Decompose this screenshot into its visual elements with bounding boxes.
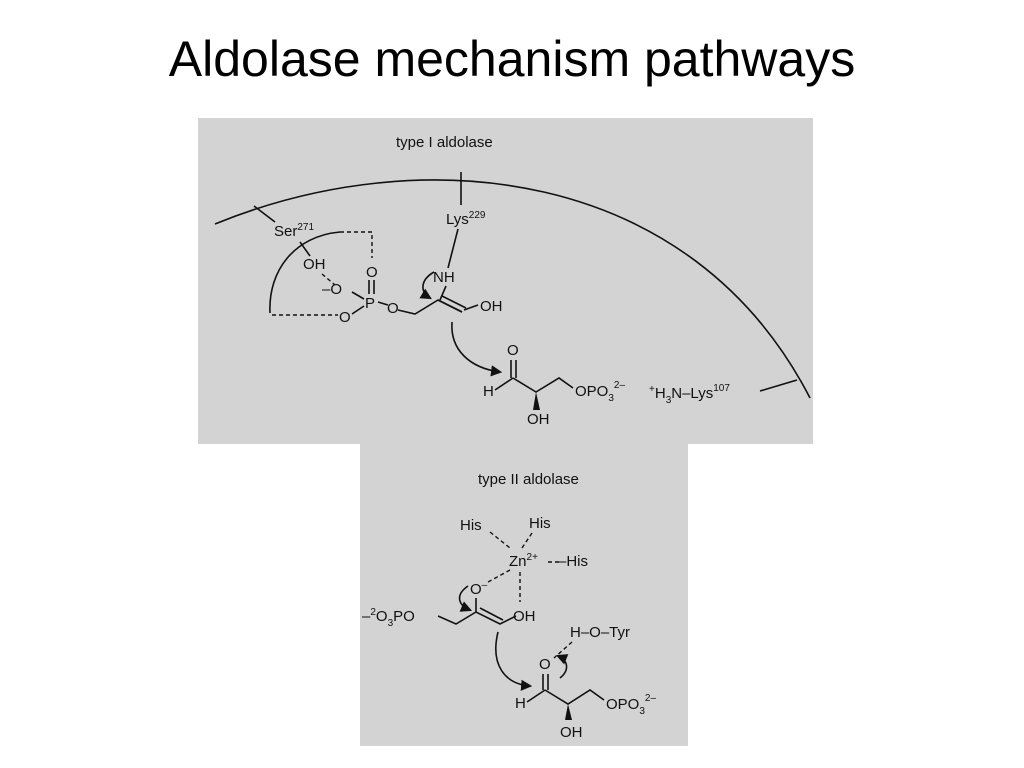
enol-bond [463, 304, 479, 311]
enamine-double-b [441, 295, 467, 309]
type2-h-c-bond [526, 689, 546, 703]
type2-label: type II aldolase [478, 471, 579, 488]
type2-opo3: OPO32– [606, 693, 656, 717]
type2-wedge [565, 704, 572, 720]
type1-carbonyl-o: O [507, 342, 519, 359]
enzyme-surface-arc [214, 179, 811, 399]
ser-pocket-arc [269, 231, 341, 314]
ser-oh-label: OH [303, 256, 326, 273]
his2-zn-dash [521, 532, 533, 549]
type1-product-chain [512, 377, 574, 393]
phosphate-o-top: O [366, 264, 378, 281]
type2-panel: type II aldolase His His Zn2+ –His O– –2… [360, 444, 688, 746]
type2-substrate-chain [437, 611, 517, 625]
type2-panel-background [360, 444, 688, 746]
lys229-label: Lys229 [446, 210, 486, 228]
type1-opo3: OPO32– [575, 380, 625, 404]
type2-o-minus: O– [470, 580, 488, 598]
his2-label: His [529, 515, 551, 532]
his1-zn-dash [489, 531, 511, 549]
lys229-n-bond [447, 228, 459, 269]
type1-label: type I aldolase [396, 134, 493, 151]
phosphate-p: P [365, 295, 375, 312]
type2-enol-double [479, 607, 504, 621]
phosphate-o-minus: –O [322, 281, 342, 298]
slide-title: Aldolase mechanism pathways [168, 31, 856, 87]
c-n-bond [439, 285, 447, 301]
type2-carbonyl-o: O [539, 656, 551, 673]
phosphate-o-bottom: O [339, 309, 351, 326]
ser-label: Ser271 [274, 222, 314, 240]
his3-label: –His [558, 553, 588, 570]
p-olink-bond [377, 301, 389, 306]
tyr-label: H–O–Tyr [570, 624, 630, 641]
phosphate-o-link: O [387, 300, 399, 317]
type2-ominus-arrow [458, 585, 473, 612]
type2-enol-oh: OH [513, 608, 536, 625]
tyr-proton-arrow [555, 654, 569, 679]
type2-po3-group: –2O3PO [362, 607, 415, 629]
type1-h-c-bond [494, 377, 514, 391]
ser-stalk [253, 205, 276, 223]
enol-oh-label: OH [480, 298, 503, 315]
type2-product-chain [544, 689, 605, 705]
type1-panel-background [198, 118, 813, 444]
his1-label: His [460, 517, 482, 534]
type1-aldehyde-h: H [483, 383, 494, 400]
lys107-surface-tick [759, 379, 798, 392]
nh-electron-arrow [419, 271, 435, 300]
zn-label: Zn2+ [509, 552, 538, 570]
type1-panel: type I aldolase Ser271 OH –O P O O O OH … [198, 118, 813, 444]
hbond-oh-o [321, 273, 336, 286]
type1-attack-arrow [451, 321, 503, 377]
lys107-label: +H3N–Lys107 [649, 383, 730, 406]
type2-attack-arrow [495, 631, 533, 691]
nh-label: NH [433, 269, 455, 286]
p-o-bond-2 [351, 305, 365, 315]
type2-product-oh: OH [560, 724, 583, 741]
type1-product-oh: OH [527, 411, 550, 428]
hbond-pocket-to-o [340, 231, 373, 258]
type1-wedge [533, 392, 540, 410]
p-o-bond-1 [351, 291, 365, 300]
ser-oh-bond [299, 241, 311, 257]
type2-aldehyde-h: H [515, 695, 526, 712]
enamine-double-a [437, 299, 463, 313]
